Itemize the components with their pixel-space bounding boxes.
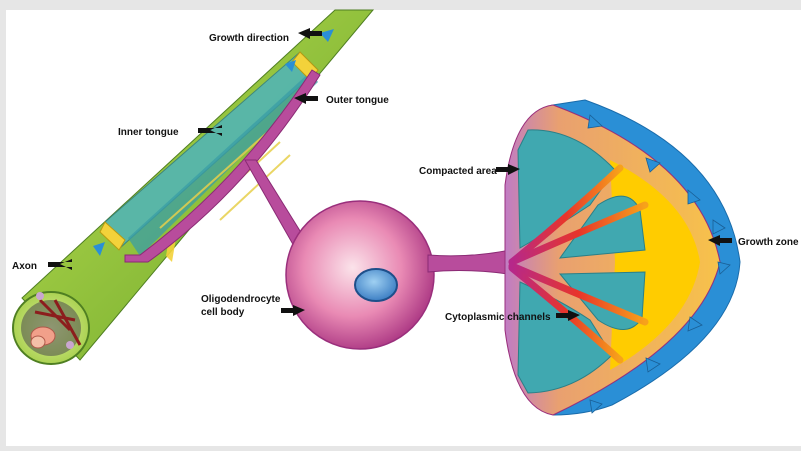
label-outer-tongue: Outer tongue — [326, 95, 389, 106]
label-compacted-area: Compacted area — [419, 166, 497, 177]
label-growth-zone: Growth zone — [738, 237, 799, 248]
label-growth-direction: Growth direction — [209, 33, 289, 44]
label-inner-tongue: Inner tongue — [118, 127, 179, 138]
label-cytoplasmic-channels: Cytoplasmic channels — [445, 312, 551, 323]
axon-cross-section — [13, 292, 89, 364]
label-oligodendrocyte-line2: cell body — [201, 307, 245, 318]
nucleus — [355, 269, 397, 301]
cell-process-sheet — [428, 250, 515, 275]
label-oligodendrocyte-line1: Oligodendrocyte — [201, 294, 281, 305]
label-axon: Axon — [12, 261, 37, 272]
